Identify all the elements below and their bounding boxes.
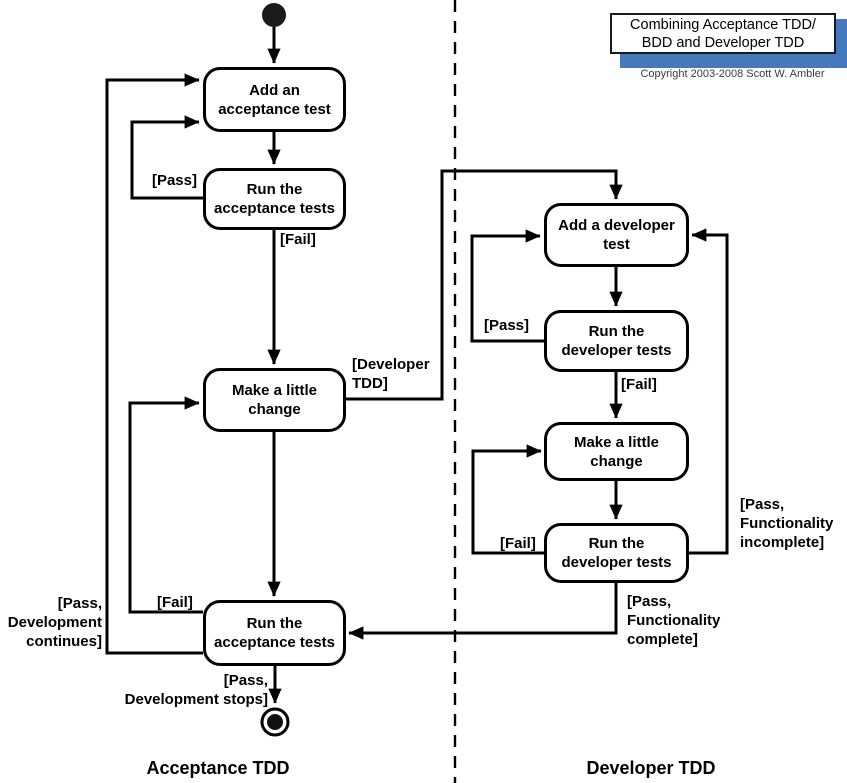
edge-fail-loop-to-make-change-left	[128, 396, 203, 614]
edge-developer-tdd	[346, 169, 623, 401]
lane-label-developer-tdd: Developer TDD	[586, 758, 716, 778]
edge-pass-loop-acceptance	[130, 115, 203, 200]
edge-pass-functionality-complete	[348, 583, 618, 640]
node-run-acceptance-tests-bottom: Run the acceptance tests	[203, 600, 346, 666]
node-run-acceptance-tests-top: Run the acceptance tests	[203, 168, 346, 230]
copyright-text: Copyright 2003-2008 Scott W. Ambler	[640, 68, 825, 80]
edge-fail-loop-developer	[471, 444, 544, 555]
node-run-developer-tests-bottom: Run the developer tests	[544, 523, 689, 583]
start-node	[262, 3, 286, 27]
edge-pass-loop-developer	[470, 229, 544, 343]
lane-label-acceptance-tdd: Acceptance TDD	[146, 758, 290, 778]
node-add-acceptance-test: Add an acceptance test	[203, 67, 346, 132]
node-add-developer-test: Add a developer test	[544, 203, 689, 267]
edge-label-fail-acceptance: [Fail]	[280, 231, 316, 248]
edge-label-pass-developer: [Pass]	[484, 317, 530, 334]
node-make-little-change-right: Make a little change	[544, 422, 689, 481]
edge-label-fail-acceptance-bottom: [Fail]	[157, 594, 193, 611]
edge-label-pass-development-stops: [Pass, Development stops]	[124, 672, 268, 708]
edge-label-pass-acceptance: [Pass]	[151, 172, 197, 189]
edge-label-pass-development-continues: [Pass, Development continues]	[7, 595, 102, 650]
edge-label-fail-developer-1: [Fail]	[621, 376, 657, 393]
node-make-little-change-left: Make a little change	[203, 368, 346, 432]
edge-pass-functionality-incomplete	[689, 228, 729, 555]
diagram-title: Combining Acceptance TDD/ BDD and Develo…	[610, 13, 836, 54]
edge-label-pass-functionality-complete: [Pass, Functionality complete]	[627, 593, 721, 648]
edge-label-pass-functionality-incomplete: [Pass, Functionality incomplete]	[740, 496, 834, 551]
edge-label-fail-developer-2: [Fail]	[500, 535, 536, 552]
end-node	[267, 714, 283, 730]
node-run-developer-tests-top: Run the developer tests	[544, 310, 689, 372]
edge-label-developer-tdd: [Developer TDD]	[352, 356, 430, 392]
edge-pass-development-continues	[105, 73, 203, 655]
